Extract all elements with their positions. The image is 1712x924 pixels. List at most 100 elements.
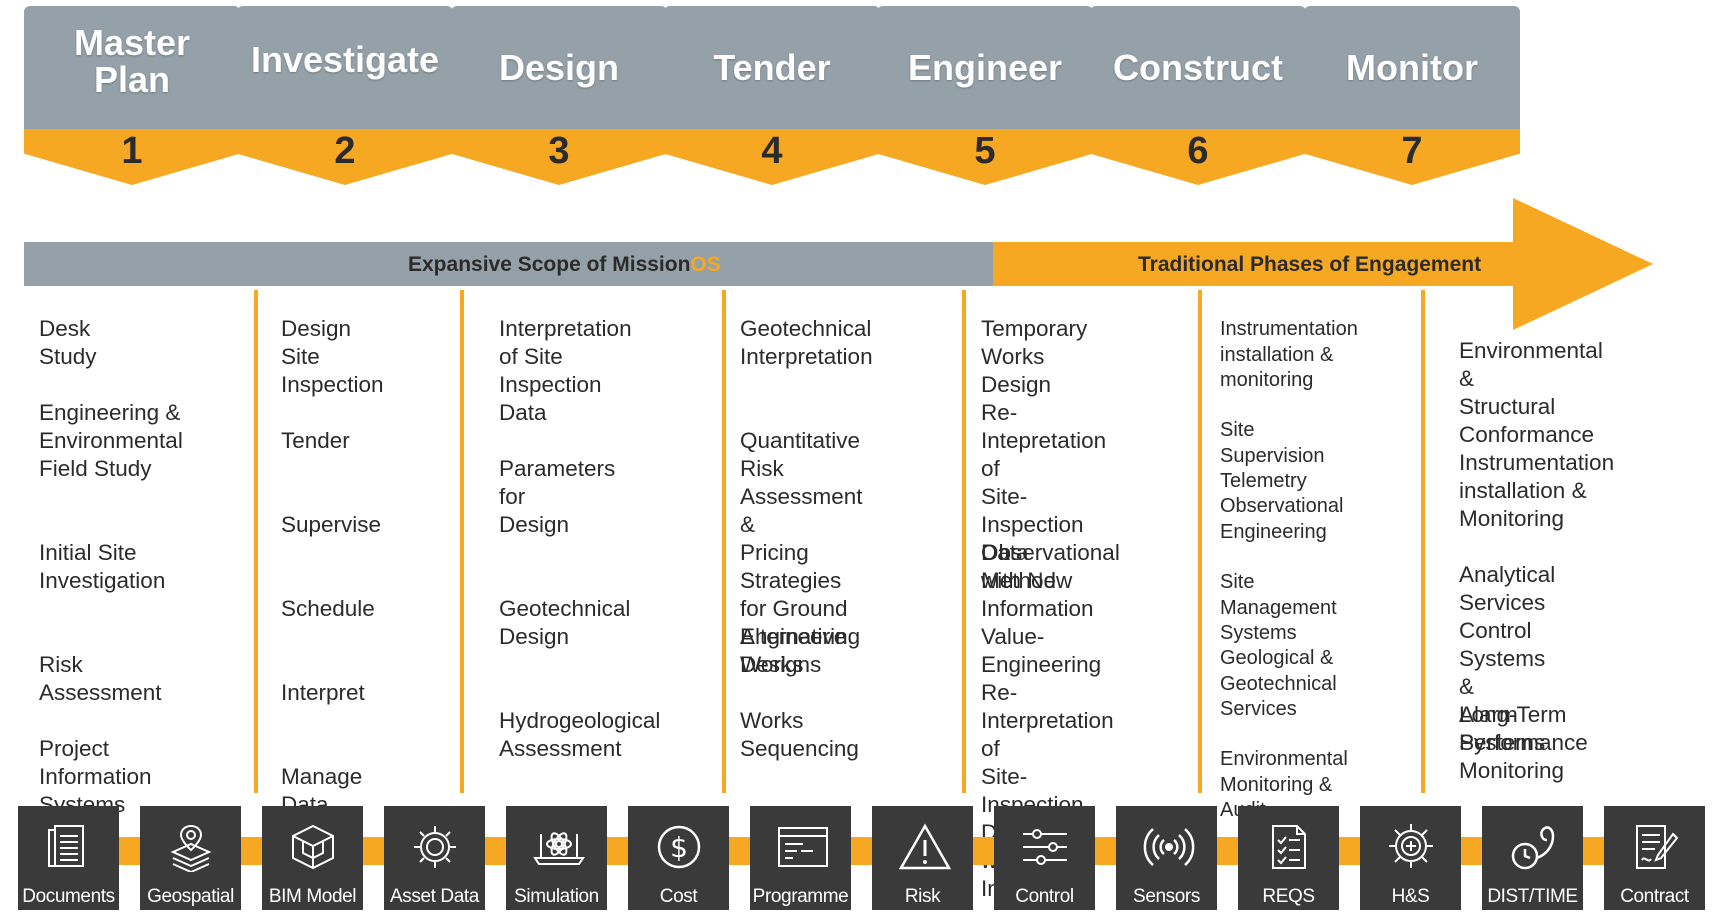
list-item: Desk Study [39,316,97,369]
list-item: Interpret [281,680,365,705]
list-item: Schedule [281,596,375,621]
phase-construct: Construct 6 [1090,6,1306,185]
phase-investigate: Investigate 2 [237,6,453,185]
column-divider [254,290,258,793]
arrow-head [1513,198,1653,330]
tool-label: DIST/TIME [1487,886,1578,907]
tool-label: REQS [1262,886,1315,907]
tool-label: Programme [752,886,849,907]
phase-design: Design 3 [451,6,667,185]
tool-bim-model[interactable]: BIM Model [262,806,363,910]
phase-title: Engineer [877,6,1093,129]
programme-window-icon [778,827,828,867]
list-item: Design Site Inspection [281,316,384,397]
list-item: Tender [281,428,350,453]
phase-title: Investigate [237,6,453,129]
clock-icon [1511,826,1555,870]
tool-label: Geospatial [147,886,234,907]
phase-title: Tender [664,6,880,129]
tool-cost[interactable]: $ Cost [628,806,729,910]
tool-asset-data[interactable]: Asset Data [384,806,485,910]
tool-label: Asset Data [390,886,479,907]
list-item: Geological & Geotechnical Services [1220,647,1337,720]
tool-documents[interactable]: Documents [18,806,119,910]
list-item: Interpretation of Site Inspection Data [499,316,632,425]
column-divider [460,290,464,793]
scope-label-os: OS [690,253,721,276]
tool-dist-time[interactable]: DIST/TIME [1482,806,1583,910]
phase-engineer: Engineer 5 [877,6,1093,185]
phase-number: 3 [548,130,570,172]
phase-monitor: Monitor 7 [1304,6,1520,185]
phase-title: Design [451,6,667,129]
scope-band [24,198,1653,330]
sliders-icon [1023,829,1067,865]
scope-label-text: Expansive Scope of Mission [408,253,691,276]
list-item: Re-Intepretation of Site-Inspection Data… [981,400,1107,621]
tool-risk[interactable]: Risk [872,806,973,910]
tool-sensors[interactable]: Sensors [1116,806,1217,910]
list-item: Parameters for Design [499,456,616,537]
geospatial-icon [170,824,212,872]
list-item: Observational Engineering [1220,495,1344,543]
list-item: Works Sequencing [740,708,859,761]
tool-label: Contract [1620,886,1689,907]
tool-label: BIM Model [268,886,357,907]
warning-icon [899,823,951,870]
list-item: Temporary Works Design [981,316,1088,397]
phase-number: 7 [1401,130,1423,172]
tool-label: Sensors [1133,886,1200,907]
list-item: Site Supervision Telemetry [1220,419,1325,492]
list-item: Environmental & Structural Conformance [1459,338,1603,447]
phase-title: Master Plan [24,6,240,129]
list-item: Manage Data [281,764,363,817]
contract-icon [1636,825,1679,869]
list-item: Instrumentation installation & monitorin… [1220,318,1358,391]
tool-label: Cost [659,886,698,907]
traditional-label: Traditional Phases of Engagement [1138,253,1482,276]
phase-tender: Tender 4 [664,6,880,185]
tool-label: Documents [22,886,115,907]
phase-number: 6 [1187,130,1209,172]
list-item: Long-Term Performance Monitoring [1459,702,1588,783]
list-item: Instrumentation installation & Monitorin… [1459,450,1615,531]
tool-geospatial[interactable]: Geospatial [140,806,241,910]
tool-simulation[interactable]: Simulation [506,806,607,910]
tool-reqs[interactable]: REQS [1238,806,1339,910]
list-item: Hydrogeological Assessment [499,708,661,761]
list-item: Alternative Designs [740,624,847,677]
tool-control[interactable]: Control [994,806,1095,910]
simulation-icon [533,832,585,865]
tool-contract[interactable]: Contract [1604,806,1705,910]
list-item: Analytical Services [1459,562,1556,615]
list-item: Geotechnical Interpretation [740,316,873,369]
checklist-icon [1272,825,1306,869]
phase-title: Monitor [1304,6,1520,129]
column-divider [962,290,966,793]
tool-label: H&S [1391,886,1430,907]
phase-title: Construct [1090,6,1306,129]
column-divider [1198,290,1202,793]
list-item: Quantitative Risk Assessment & Pricing S… [740,428,863,677]
column-divider [722,290,726,793]
phase-number: 1 [121,130,143,172]
list-item: Site Management Systems [1220,571,1337,644]
phase-master-plan: Master Plan 1 [24,6,240,185]
signal-icon [1143,828,1195,866]
list-item: Project Information Systems [39,736,152,817]
list-item: Engineering & Environmental Field Study [39,400,183,481]
list-item: Observational Method [981,540,1120,593]
traditional-band [993,242,1513,286]
bim-cube-icon [292,824,334,870]
phase-number: 4 [761,130,783,172]
scope-label: Expansive Scope of MissionOS [408,253,721,277]
documents-icon [48,825,84,867]
scope-band-grey [24,242,999,286]
tool-label: Control [1015,886,1074,907]
tool-programme[interactable]: Programme [750,806,851,910]
tool-label: Risk [904,886,941,907]
tool-hs[interactable]: H&S [1360,806,1461,910]
list-item: Control Systems & Alarm Systems [1459,618,1546,755]
list-item: Geotechnical Design [499,596,631,649]
phase-number: 5 [974,130,996,172]
